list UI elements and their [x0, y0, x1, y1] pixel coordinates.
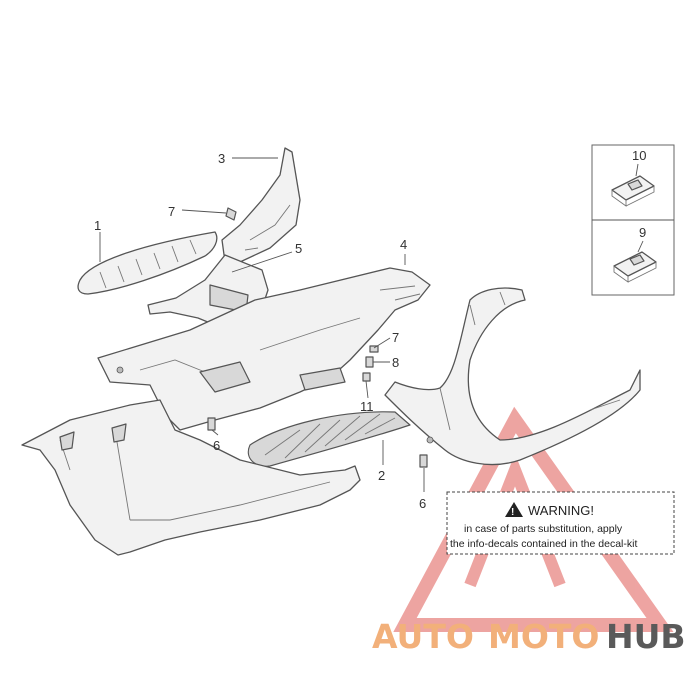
callout-2: 2	[378, 468, 385, 483]
callout-7-top: 7	[168, 204, 175, 219]
part-1-grille	[77, 231, 218, 295]
watermark-part-1: AUTO	[372, 617, 474, 656]
part-2-footrest-mat	[247, 411, 411, 467]
screw-6-left	[207, 417, 216, 431]
clip-10-icon	[611, 175, 655, 207]
part-3-inner-panel	[221, 147, 301, 263]
callout-6-left: 6	[213, 438, 220, 453]
leader-lines	[99, 157, 425, 492]
watermark-part-3: HUB	[606, 617, 686, 656]
warning-notice: ! WARNING! in case of parts substitution…	[446, 491, 675, 555]
lower-floor-panel	[21, 399, 361, 556]
watermark-part-2: MOTO	[488, 617, 599, 656]
part-4-central-frame	[97, 267, 431, 431]
callout-9: 9	[639, 225, 646, 240]
warning-triangle-icon: !	[505, 502, 523, 518]
callout-3: 3	[218, 151, 225, 166]
warning-line-1: in case of parts substitution, apply	[464, 523, 623, 535]
callout-11: 11	[360, 399, 374, 414]
callout-6-right: 6	[419, 496, 426, 511]
clip-boxes: 10 9	[591, 144, 675, 296]
clip-9-icon	[613, 251, 657, 283]
callout-5: 5	[295, 241, 302, 256]
callout-8: 8	[392, 355, 399, 370]
svg-text:!: !	[511, 507, 514, 518]
warning-line-2: the info-decals contained in the decal-k…	[450, 538, 637, 550]
screw-6-right	[419, 454, 428, 468]
warning-title: WARNING!	[528, 503, 594, 518]
fastener-7-8-11	[362, 345, 379, 382]
callout-10: 10	[632, 148, 646, 163]
callout-1: 1	[94, 218, 101, 233]
watermark-text: AUTO MOTO HUB	[372, 617, 686, 656]
right-side-fairing	[384, 287, 641, 466]
callout-7-right: 7	[392, 330, 399, 345]
callout-labels: 1 3 7 5 4 7 8 11 6 2 6	[94, 151, 426, 511]
callout-4: 4	[400, 237, 407, 252]
screw-7-top	[225, 207, 237, 221]
